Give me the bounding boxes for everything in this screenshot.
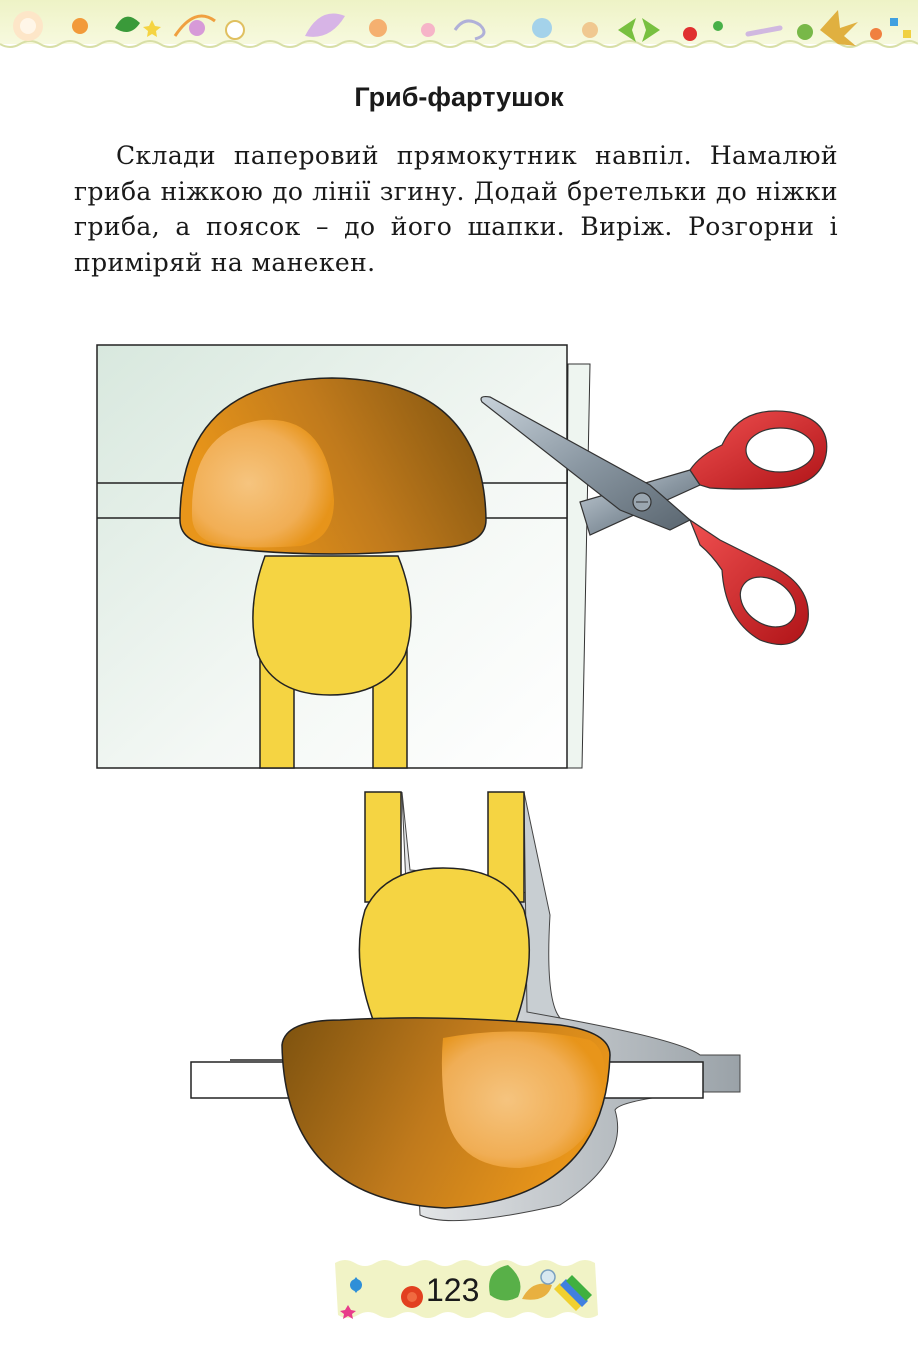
page-title: Гриб-фартушок (354, 82, 564, 112)
footer-decorative-banner (335, 1260, 598, 1319)
mushroom-drawing (179, 377, 487, 769)
instruction-text: Склади паперовий прямокутник навпіл. Нам… (74, 141, 838, 277)
illustration (96, 344, 828, 1222)
mushroom-apron-unfolded (190, 791, 741, 1222)
page-number: 123 (426, 1272, 480, 1308)
scissors-icon (480, 395, 828, 646)
top-decorative-border (0, 0, 918, 48)
